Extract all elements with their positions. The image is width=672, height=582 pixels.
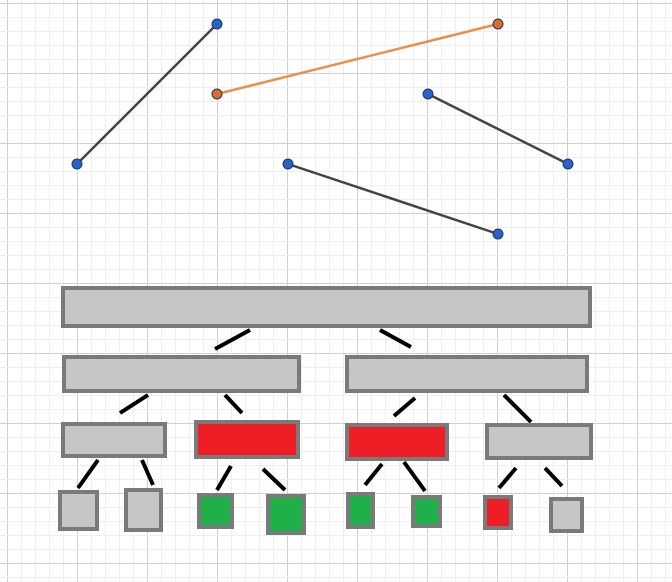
root-node <box>61 286 592 328</box>
connector-line <box>261 467 287 492</box>
segment-2-start-point <box>211 88 223 100</box>
level1-node-2 <box>345 355 589 393</box>
segment-4-end-point <box>492 228 504 240</box>
connector-line <box>118 393 150 415</box>
leaf-node-7 <box>483 495 513 530</box>
connector-line <box>543 466 564 488</box>
segment-1 <box>76 23 218 165</box>
level2-node-2 <box>194 420 300 459</box>
connector-line <box>76 458 100 490</box>
level2-node-1 <box>61 422 167 458</box>
connector-line <box>363 462 384 487</box>
segment-4 <box>287 162 499 236</box>
segment-2 <box>216 22 499 96</box>
connector-line <box>214 328 251 351</box>
level2-node-4 <box>485 423 593 460</box>
connector-line <box>379 328 412 349</box>
connector-line <box>402 460 427 493</box>
segment-1-start-point <box>71 158 83 170</box>
segment-1-end-point <box>211 18 223 30</box>
connector-line <box>140 459 155 486</box>
leaf-node-3 <box>197 493 234 529</box>
leaf-node-2 <box>124 488 163 532</box>
segment-3 <box>427 92 569 166</box>
segment-2-end-point <box>492 18 504 30</box>
segment-3-start-point <box>422 88 434 100</box>
tree-connectors <box>76 328 564 493</box>
connector-line <box>223 393 244 415</box>
level1-node-1 <box>62 355 301 393</box>
segment-4-start-point <box>282 158 294 170</box>
leaf-node-1 <box>58 490 99 531</box>
leaf-node-6 <box>411 495 442 528</box>
connector-line <box>497 466 518 490</box>
leaf-node-8 <box>549 497 584 533</box>
connector-line <box>392 396 417 418</box>
connector-line <box>502 393 533 424</box>
level2-node-3 <box>345 423 449 461</box>
line-segments <box>71 18 574 240</box>
tree-nodes <box>58 286 593 535</box>
leaf-node-4 <box>266 494 306 535</box>
leaf-node-5 <box>346 492 375 529</box>
connector-line <box>215 464 233 492</box>
segment-3-end-point <box>562 158 574 170</box>
